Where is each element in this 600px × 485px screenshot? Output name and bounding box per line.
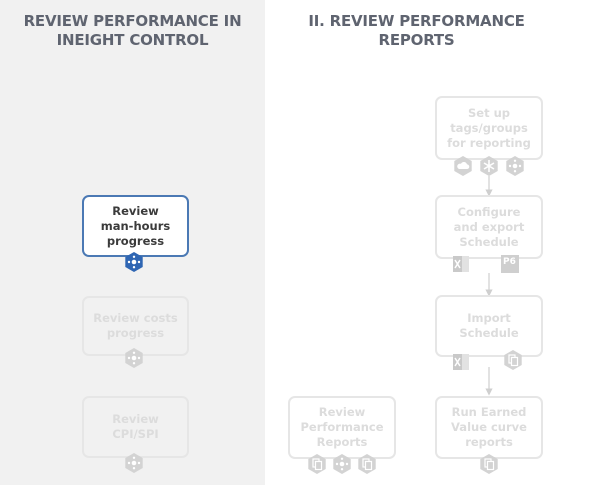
left-panel-heading: REVIEW PERFORMANCE IN INEIGHT CONTROL: [0, 12, 265, 50]
excel-icon: [452, 255, 470, 273]
step-label-line: progress: [106, 233, 165, 248]
network-hub-icon: [332, 454, 352, 474]
report-icon: [357, 454, 377, 474]
step-label-line: Performance: [300, 420, 384, 434]
report-icon: [503, 350, 523, 370]
spark-icon: [479, 156, 499, 176]
step-label-line: Import: [467, 311, 511, 325]
step-label-line: Review: [112, 412, 159, 426]
step-label-line: Schedule: [459, 326, 519, 340]
step-configure-export-schedule[interactable]: Configure and export Schedule: [435, 195, 543, 259]
step-review-man-hours[interactable]: Review man-hours progress: [82, 195, 189, 257]
step-label-line: Reports: [316, 435, 368, 449]
cloud-icon: [453, 156, 473, 176]
step-import-schedule[interactable]: Import Schedule: [435, 295, 543, 357]
step-label-line: man-hours: [100, 218, 171, 233]
network-hub-icon: [124, 252, 144, 272]
step-label-line: Review costs: [93, 311, 178, 325]
step-label-line: CPI/SPI: [112, 427, 159, 441]
right-panel: [265, 0, 600, 485]
step-label-line: Review: [112, 203, 159, 218]
right-panel-heading: II. REVIEW PERFORMANCE REPORTS: [265, 12, 568, 50]
step-label-line: reports: [465, 435, 513, 449]
left-heading-line-2: INEIGHT CONTROL: [56, 31, 209, 49]
step-label-line: Set up: [467, 105, 510, 120]
step-label-line: Review: [318, 405, 366, 419]
right-heading-line-1: II. REVIEW PERFORMANCE: [308, 12, 525, 30]
right-heading-line-2: REPORTS: [378, 31, 455, 49]
primavera-p6-icon: P6: [501, 255, 519, 273]
step-run-earned-value-reports[interactable]: Run Earned Value curve reports: [435, 396, 543, 459]
step-review-performance-reports[interactable]: Review Performance Reports: [288, 396, 396, 459]
step-review-cpi-spi[interactable]: Review CPI/SPI: [82, 396, 189, 458]
step-label-line: progress: [106, 326, 165, 340]
p6-label: P6: [503, 257, 516, 267]
report-icon: [479, 454, 499, 474]
step-label-line: Configure: [457, 204, 521, 219]
excel-icon: [452, 353, 470, 371]
step-label-line: and export: [453, 219, 525, 234]
network-hub-icon: [124, 348, 144, 368]
network-hub-icon: [505, 156, 525, 176]
step-label-line: for reporting: [447, 135, 531, 150]
step-label-line: Schedule: [459, 234, 519, 249]
step-label-line: tags/groups: [450, 120, 528, 135]
left-heading-line-1: REVIEW PERFORMANCE IN: [23, 12, 242, 30]
step-review-costs[interactable]: Review costs progress: [82, 296, 189, 356]
network-hub-icon: [124, 453, 144, 473]
step-label-line: Run Earned: [451, 405, 527, 419]
step-label-line: Value curve: [451, 420, 527, 434]
step-set-up-tags[interactable]: Set up tags/groups for reporting: [435, 96, 543, 160]
report-icon: [307, 454, 327, 474]
